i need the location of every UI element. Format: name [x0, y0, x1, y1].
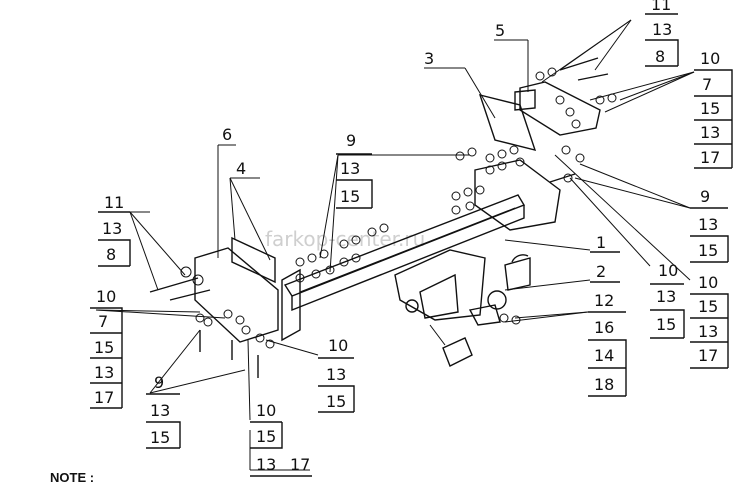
svg-text:15: 15: [698, 241, 718, 260]
svg-text:13: 13: [698, 215, 718, 234]
svg-text:14: 14: [594, 346, 614, 365]
svg-text:13: 13: [652, 20, 672, 39]
leader-lines: [95, 19, 695, 471]
svg-text:17: 17: [290, 455, 310, 474]
callout-12: 12 16 14 18: [588, 291, 627, 397]
note-label: NOTE :: [50, 470, 94, 484]
svg-text:10: 10: [658, 261, 678, 280]
callout-1: 1: [590, 233, 620, 253]
callout-9-left: 9 13 15: [146, 373, 181, 449]
callout-10-low: 10 13 15: [318, 336, 355, 413]
callout-11-left: 11 13 8: [98, 193, 131, 267]
svg-text:13: 13: [656, 287, 676, 306]
svg-text:15: 15: [698, 297, 718, 316]
svg-text:10: 10: [328, 336, 348, 355]
svg-text:2: 2: [596, 262, 606, 281]
svg-text:10: 10: [700, 49, 720, 68]
svg-text:15: 15: [656, 315, 676, 334]
callout-9-mid: 9 13 15: [336, 131, 373, 209]
callout-9-right: 9 13 15: [690, 187, 729, 263]
callout-10-right: 10 7 15 13 17: [694, 49, 733, 169]
svg-text:11: 11: [651, 0, 671, 14]
svg-text:7: 7: [98, 312, 108, 331]
towbar-assembly-drawing: [149, 57, 617, 378]
svg-text:13: 13: [698, 322, 718, 341]
svg-text:17: 17: [700, 148, 720, 167]
svg-text:8: 8: [655, 47, 665, 66]
svg-text:9: 9: [154, 373, 164, 392]
svg-text:15: 15: [340, 187, 360, 206]
svg-text:10: 10: [96, 287, 116, 306]
callout-6: 6: [222, 125, 232, 144]
svg-text:15: 15: [700, 99, 720, 118]
callout-2: 2: [590, 262, 620, 283]
svg-text:13: 13: [150, 401, 170, 420]
callout-11-top: 11 13 8: [645, 0, 679, 67]
svg-text:15: 15: [150, 428, 170, 447]
svg-text:11: 11: [104, 193, 124, 212]
svg-text:4: 4: [236, 159, 246, 178]
svg-text:7: 7: [702, 75, 712, 94]
svg-text:12: 12: [594, 291, 614, 310]
svg-text:9: 9: [346, 131, 356, 150]
callout-10-mid: 10 13 15: [650, 261, 685, 339]
svg-text:9: 9: [700, 187, 710, 206]
svg-text:13: 13: [94, 363, 114, 382]
callout-3: 3: [424, 49, 434, 68]
svg-text:10: 10: [256, 401, 276, 420]
svg-text:1: 1: [596, 233, 606, 252]
svg-text:17: 17: [698, 346, 718, 365]
svg-text:5: 5: [495, 21, 505, 40]
svg-text:15: 15: [326, 392, 346, 411]
svg-text:13: 13: [102, 219, 122, 238]
callout-13-17: 13 17: [250, 455, 312, 477]
callout-4: 4: [236, 159, 246, 178]
svg-text:6: 6: [222, 125, 232, 144]
watermark: farkop-center.ru: [265, 227, 425, 251]
svg-text:15: 15: [256, 427, 276, 446]
svg-text:15: 15: [94, 338, 114, 357]
svg-text:13: 13: [340, 159, 360, 178]
callout-10-far: 10 15 13 17: [690, 273, 729, 369]
callout-5: 5: [495, 21, 505, 40]
svg-text:10: 10: [698, 273, 718, 292]
callout-10-bottom: 10 15: [250, 401, 283, 449]
callout-10-left: 10 7 15 13 17: [90, 287, 123, 409]
svg-text:18: 18: [594, 375, 614, 394]
svg-text:13: 13: [700, 123, 720, 142]
svg-text:13: 13: [326, 365, 346, 384]
svg-text:13: 13: [256, 455, 276, 474]
svg-text:17: 17: [94, 388, 114, 407]
svg-text:3: 3: [424, 49, 434, 68]
svg-text:16: 16: [594, 318, 614, 337]
svg-text:8: 8: [106, 245, 116, 264]
